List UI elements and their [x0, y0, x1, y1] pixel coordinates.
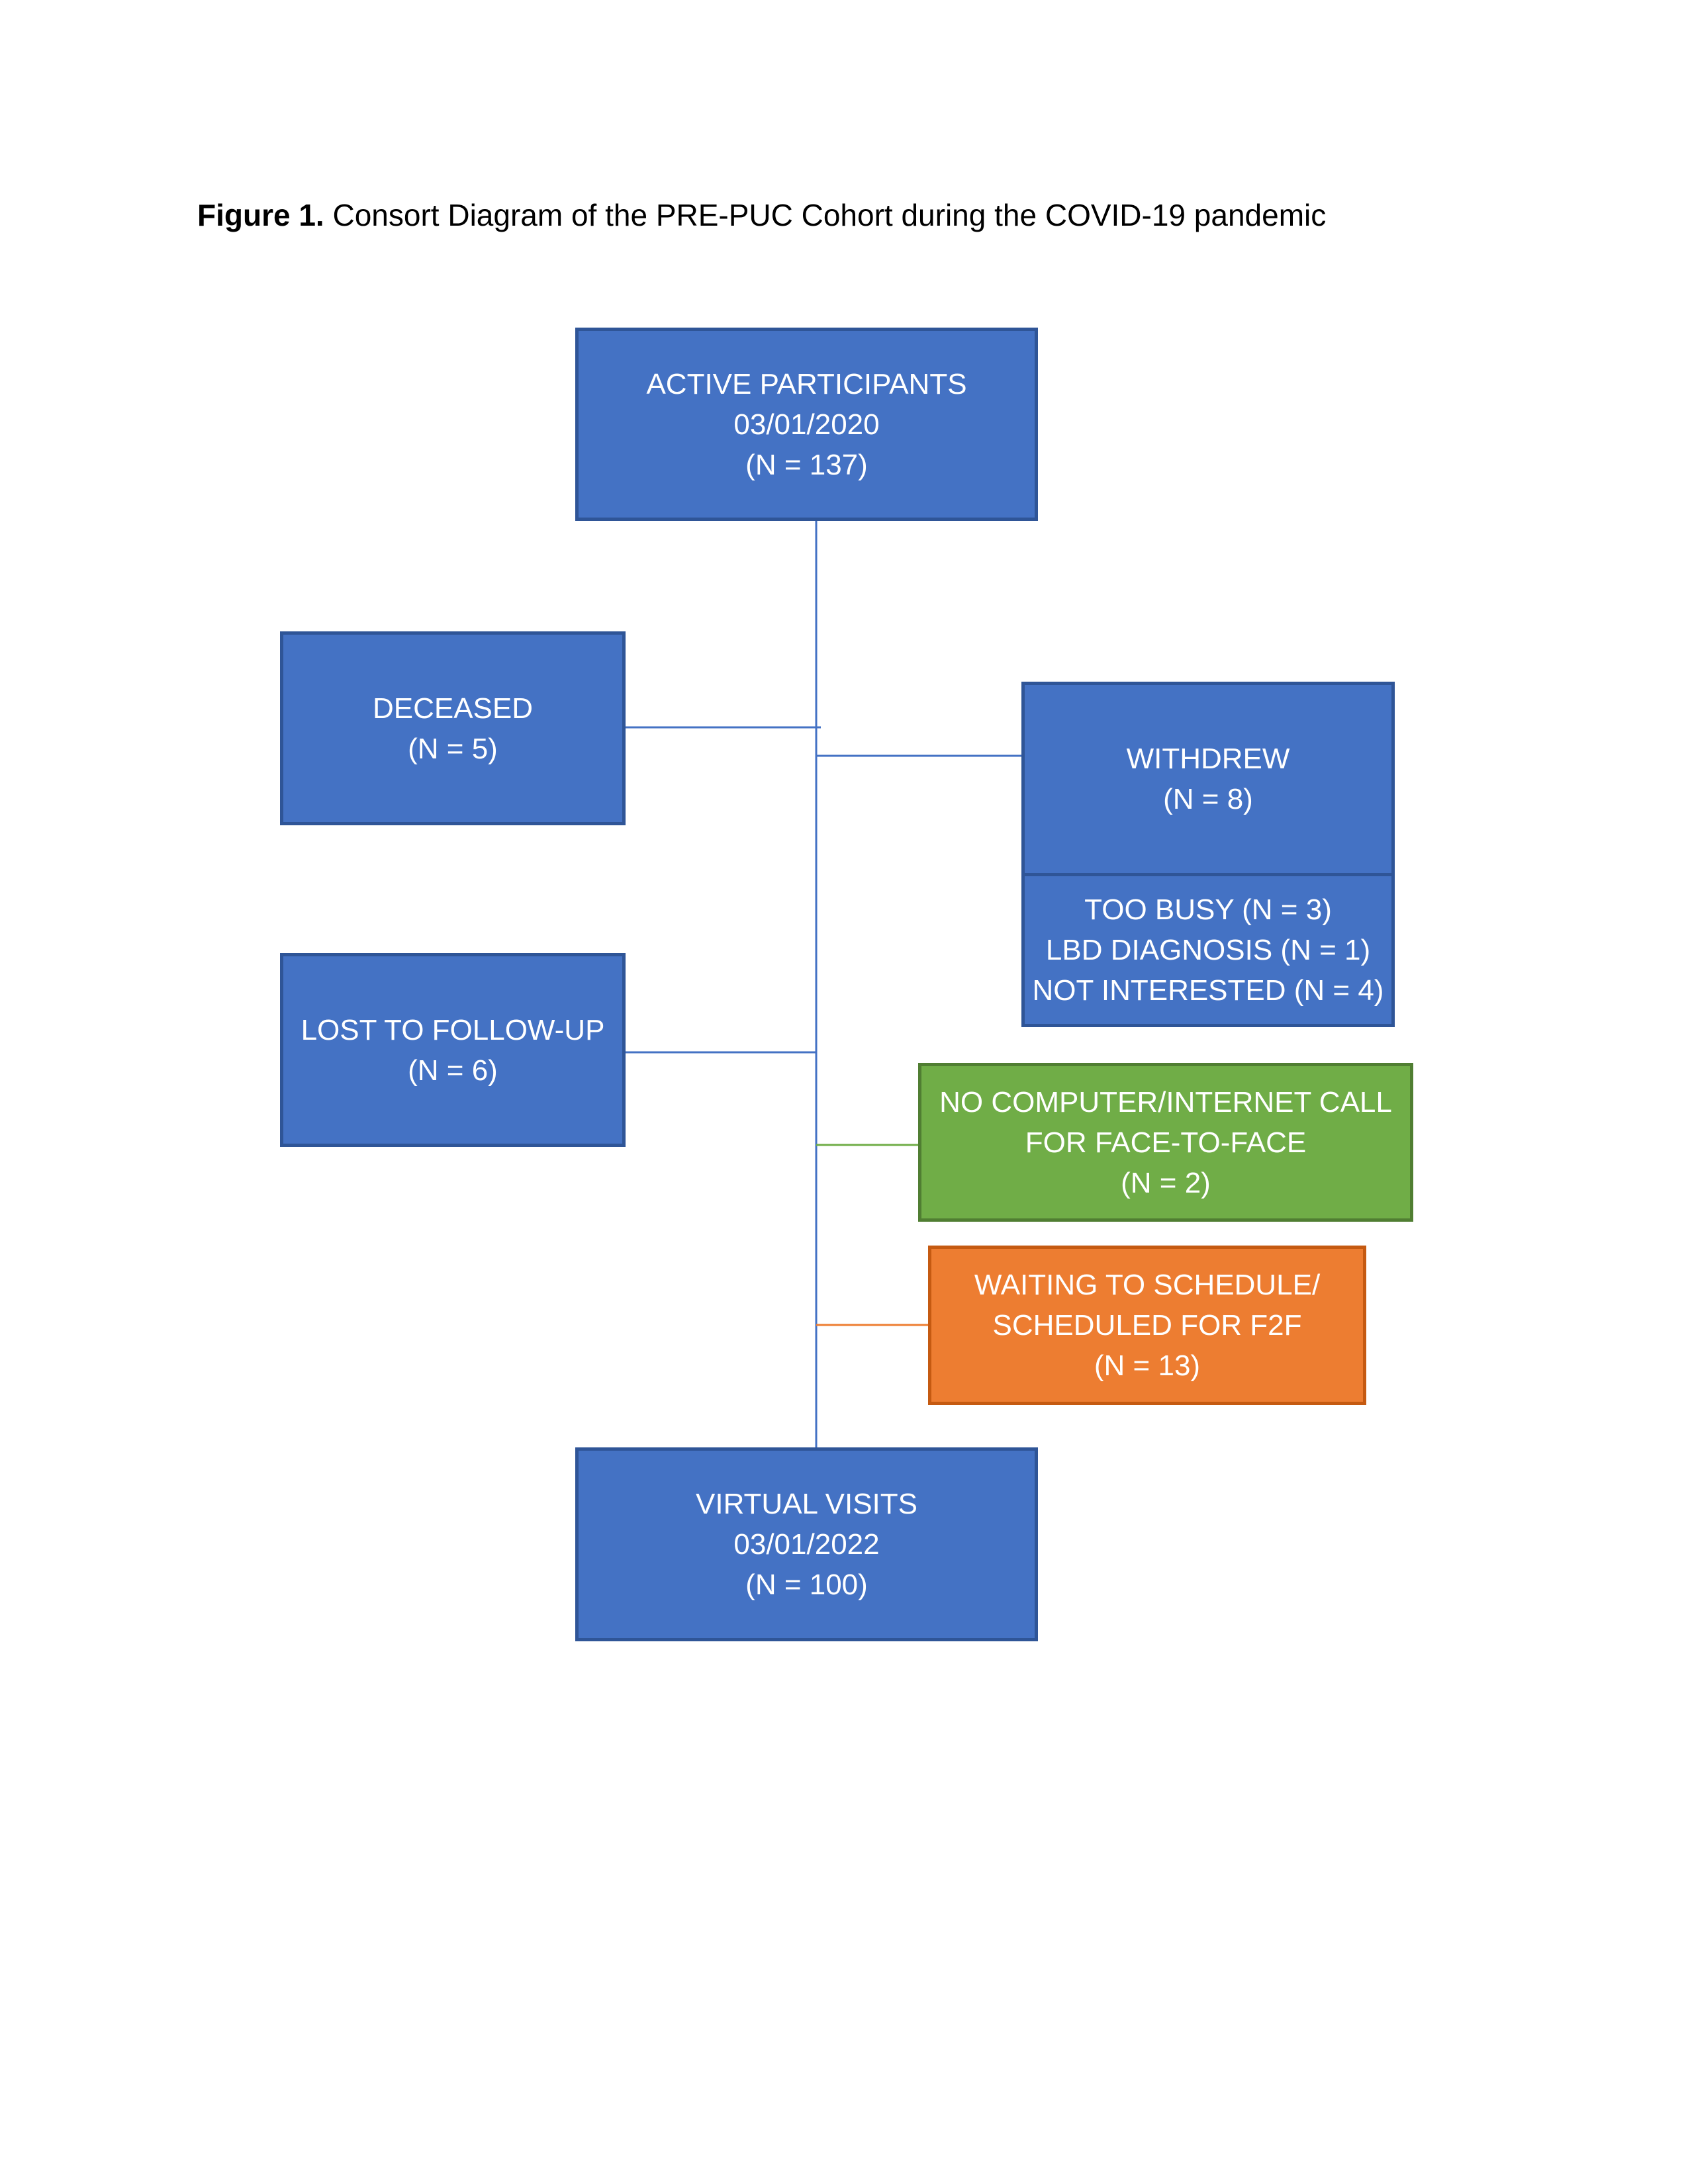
deceased-box: DECEASED (N = 5)	[280, 631, 626, 825]
waiting-to-schedule-subtitle: SCHEDULED FOR F2F	[992, 1309, 1302, 1342]
virtual-visits-date: 03/01/2022	[733, 1528, 880, 1561]
no-computer-count: (N = 2)	[1121, 1166, 1211, 1199]
withdrew-box: WITHDREW (N = 8)	[1021, 682, 1395, 876]
lost-to-follow-up-count: (N = 6)	[408, 1054, 498, 1087]
withdrew-count: (N = 8)	[1163, 783, 1253, 815]
withdrew-reasons-box: TOO BUSY (N = 3) LBD DIAGNOSIS (N = 1) N…	[1021, 873, 1395, 1027]
no-computer-subtitle: FOR FACE-TO-FACE	[1025, 1126, 1307, 1159]
no-computer-title: NO COMPUTER/INTERNET CALL	[939, 1085, 1392, 1118]
waiting-to-schedule-count: (N = 13)	[1094, 1349, 1201, 1382]
active-participants-box: ACTIVE PARTICIPANTS 03/01/2020 (N = 137)	[575, 328, 1038, 521]
withdrew-reason-too-busy: TOO BUSY (N = 3)	[1084, 893, 1332, 926]
withdrew-title: WITHDREW	[1126, 743, 1290, 775]
figure-caption: Figure 1. Consort Diagram of the PRE-PUC…	[197, 197, 1326, 233]
waiting-to-schedule-box: WAITING TO SCHEDULE/ SCHEDULED FOR F2F (…	[928, 1246, 1366, 1405]
figure-label: Figure 1.	[197, 198, 324, 232]
withdrew-reason-lbd-diagnosis: LBD DIAGNOSIS (N = 1)	[1045, 934, 1371, 966]
virtual-visits-title: VIRTUAL VISITS	[696, 1488, 917, 1520]
waiting-to-schedule-title: WAITING TO SCHEDULE/	[974, 1269, 1321, 1301]
figure-caption-text: Consort Diagram of the PRE-PUC Cohort du…	[324, 198, 1327, 232]
deceased-title: DECEASED	[372, 692, 534, 725]
withdrew-reason-not-interested: NOT INTERESTED (N = 4)	[1032, 974, 1384, 1007]
active-participants-title: ACTIVE PARTICIPANTS	[646, 367, 967, 400]
lost-to-follow-up-box: LOST TO FOLLOW-UP (N = 6)	[280, 953, 626, 1147]
active-participants-date: 03/01/2020	[733, 408, 880, 441]
deceased-count: (N = 5)	[408, 732, 498, 765]
lost-to-follow-up-title: LOST TO FOLLOW-UP	[301, 1013, 605, 1046]
active-participants-count: (N = 137)	[745, 448, 868, 481]
no-computer-box: NO COMPUTER/INTERNET CALL FOR FACE-TO-FA…	[918, 1063, 1413, 1222]
virtual-visits-box: VIRTUAL VISITS 03/01/2022 (N = 100)	[575, 1447, 1038, 1641]
virtual-visits-count: (N = 100)	[745, 1569, 868, 1601]
